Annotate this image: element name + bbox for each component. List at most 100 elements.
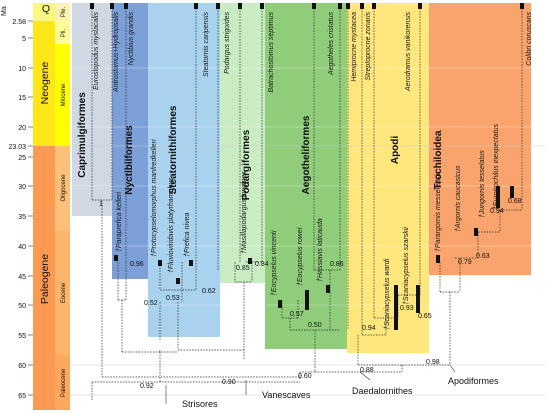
bar-eurotrochilus (510, 186, 514, 198)
period-quaternary (33, 3, 55, 21)
axis-unit-label: Ma (1, 6, 8, 16)
epoch-eocene-label: Eocene (61, 282, 67, 303)
support-0.57: 0.57 (290, 311, 304, 318)
order-aegotheliformes: Aegotheliformes (301, 115, 312, 194)
fossil-hassiavis: †Hassiavis laticauda (317, 218, 324, 282)
taxon-aerodramus: Aerodramus vanikorensis (405, 12, 412, 92)
bar-scaniacypselus-wardi (394, 285, 398, 330)
fossil-masillapodargus: †Masillapodargus longipes (241, 171, 248, 254)
tick-35: 35 (18, 214, 26, 221)
bar-fluvioviridavis (176, 278, 180, 284)
support-0.98: 0.98 (426, 359, 440, 366)
bar-paraprefica (114, 255, 118, 261)
period-paleogene-label: Paleogene (39, 254, 51, 304)
taxon-antrostomus: Antrostomus+Hydropsalis (113, 12, 120, 93)
support-0.53: 0.53 (166, 295, 180, 302)
epoch-ple-label: Ple. (61, 7, 67, 18)
period-neogene-label: Neogene (39, 62, 51, 105)
clade-strisores: Strisores (182, 399, 218, 409)
support-0.63: 0.63 (476, 253, 490, 260)
tick-40: 40 (18, 244, 26, 251)
support-0.65: 0.65 (418, 313, 432, 320)
support-0.90: 0.90 (222, 379, 236, 386)
taxon-streptoprocne: Streptoprocne zonaris (365, 12, 372, 81)
support-0.60: 0.60 (298, 373, 312, 380)
support-0.93: 0.93 (400, 305, 414, 312)
epoch-paleocene-label: Paleocene (61, 368, 67, 397)
fossil-scaniacypselus-szarskii: †Scaniacypselus szarskii (403, 227, 410, 305)
fossil-paraprefica: †Paraprefica kelleri (116, 192, 123, 252)
epoch-oligocene-label: Oligocene (61, 174, 67, 202)
order-podargiformes: Podargiformes (241, 129, 252, 200)
band-steatornithiformes (148, 3, 220, 337)
band-trochiloidea (429, 3, 531, 275)
taxon-steatornis: Steatornis caripensis (203, 12, 210, 77)
fossil-eocypselus-vincenti: †Eocypselus vincenti (271, 230, 278, 296)
tick-30: 30 (18, 184, 26, 191)
tick-60: 60 (18, 363, 26, 370)
support-values: 1 0.96 0.52 0.53 0.62 0.85 0.84 0.86 0.5… (99, 198, 522, 390)
fossil-protocypselomorphus: †Protocypselomorphus manfredkelleri (151, 139, 158, 257)
taxon-nyctibius: Nyctibius grandis (128, 12, 135, 66)
time-scale: Ma Q Neogene Paleogene Ple. Pli. Miocene… (1, 3, 70, 410)
clade-apodiformes: Apodiformes (448, 376, 499, 386)
taxon-aegotheles: Aegotheles cristatus (328, 12, 335, 77)
tick-45: 45 (18, 274, 26, 281)
epoch-miocene (55, 44, 70, 146)
support-0.85: 0.85 (236, 265, 250, 272)
support-0.86: 0.86 (330, 261, 344, 268)
epoch-pleistocene (55, 3, 70, 21)
fossil-eurotrochilus: †Eurotrochilus inexpectatus (493, 124, 500, 210)
bar-protocypselomorphus (158, 260, 162, 266)
support-0.84: 0.84 (255, 261, 269, 268)
order-steatornithiformes: Steatornithiformes (168, 105, 179, 194)
bar-hassiavis (326, 285, 330, 293)
tick-marks (28, 20, 33, 396)
order-trochiloidea: Trochiloidea (433, 130, 444, 189)
band-podargiformes (220, 3, 265, 283)
tick-2.58: 2.58 (12, 19, 26, 26)
epoch-paleocene (55, 355, 70, 410)
tick-15: 15 (18, 95, 26, 102)
taxon-eurostopodus: Eurostopodus mystacalis (93, 12, 100, 90)
fossil-parargornis: †Parargornis messelensis (435, 171, 442, 252)
tick-5: 5 (22, 36, 26, 43)
taxon-colibri: Colibri coruscans (526, 12, 533, 66)
tick-20: 20 (18, 125, 26, 132)
gridlines-below (70, 145, 545, 396)
tick-10: 10 (18, 66, 26, 73)
epoch-eocene (55, 231, 70, 355)
tree-branches (91, 8, 523, 400)
tick-25: 25 (18, 155, 26, 162)
taxon-podargus: Podargus strigoides (224, 12, 231, 74)
taxon-hemiprocne: Hemiprocne mystacea (351, 12, 358, 82)
support-1: 1 (99, 201, 103, 208)
support-0.88: 0.88 (360, 367, 374, 374)
support-0.92: 0.92 (140, 383, 154, 390)
bar-jungornis (496, 186, 500, 208)
bar-scaniacypselus-szarskii (416, 285, 420, 313)
support-0.50: 0.50 (308, 322, 322, 329)
support-0.68: 0.68 (508, 198, 522, 205)
period-q-label: Q (42, 3, 50, 15)
fossil-scaniacypselus-wardi: †Scaniacypselus wardi (384, 258, 391, 330)
bar-argornis (474, 228, 478, 236)
fossil-jungornis: †Jungornis tesselatus (479, 150, 486, 218)
period-paleogene (33, 146, 55, 410)
period-neogene (33, 21, 55, 146)
epoch-pli-label: Pli. (61, 29, 67, 38)
order-caprimulgiformes: Caprimulgiformes (77, 92, 88, 178)
support-0.94-trochilid: 0.94 (490, 208, 504, 215)
tip-markers (90, 3, 524, 9)
bar-prefica (189, 260, 193, 266)
fossil-eocypselus-rowei: †Eocypselus rowei (297, 227, 304, 286)
order-nyctibiiformes: Nyctibiiformes (124, 125, 135, 195)
fossil-argornis: †Argornis caucasicus (455, 165, 462, 232)
support-0.96: 0.96 (130, 261, 144, 268)
tick-55: 55 (18, 333, 26, 340)
fossil-fluvioviridavis: †Fluvioviridavis platyrhamphus (168, 177, 175, 273)
band-nyctibiiformes (112, 3, 148, 279)
bar-masillapodargus (248, 258, 252, 264)
